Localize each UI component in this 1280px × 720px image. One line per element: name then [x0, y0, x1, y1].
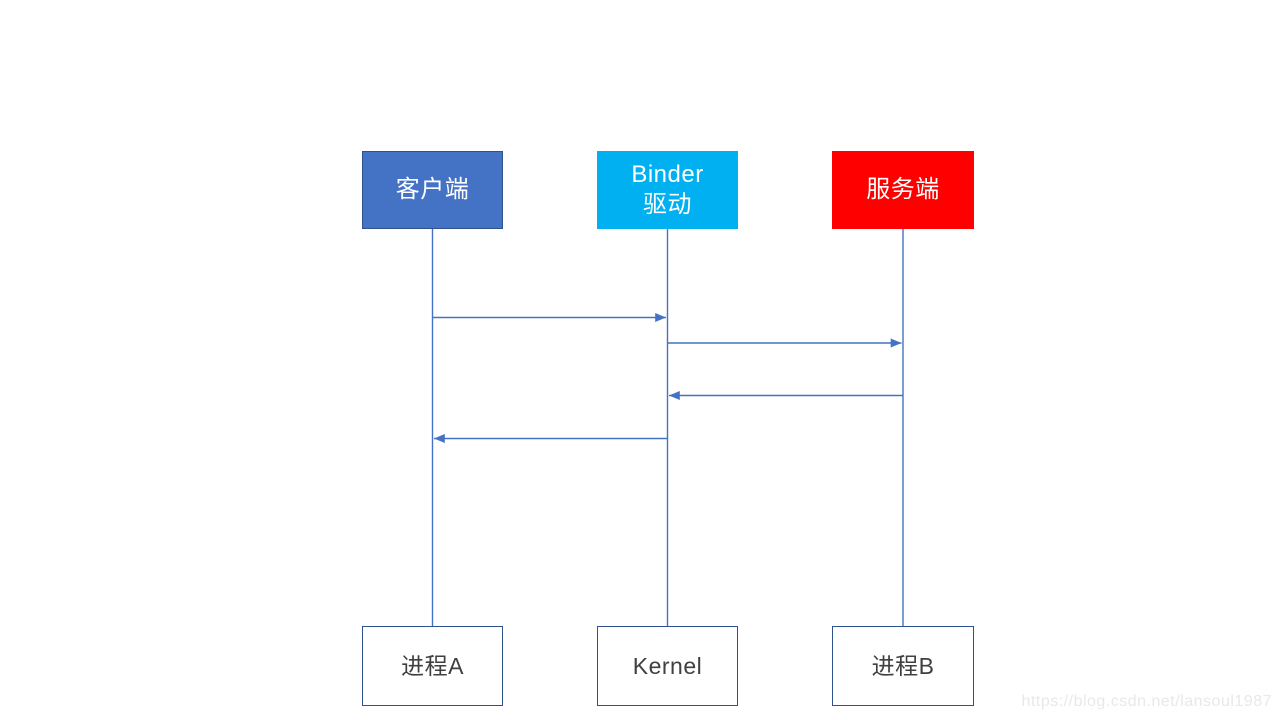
- actor-label-kernel: Kernel: [632, 653, 703, 679]
- watermark-url: https://blog.csdn.net/lansoul1987: [1021, 693, 1272, 710]
- actor-label-process-a: 进程A: [401, 653, 464, 679]
- actor-box-process-a: 进程A: [362, 626, 503, 706]
- actor-box-binder-driver: Binder 驱动: [597, 151, 738, 229]
- actor-label-process-b: 进程B: [871, 653, 935, 679]
- actor-label-server: 服务端: [866, 176, 940, 203]
- actor-box-server: 服务端: [832, 151, 974, 229]
- actor-box-kernel: Kernel: [597, 626, 738, 706]
- actor-box-process-b: 进程B: [832, 626, 974, 706]
- actor-label-client: 客户端: [395, 176, 470, 203]
- actor-box-client: 客户端: [362, 151, 503, 229]
- actor-label-binder-driver: Binder 驱动: [631, 161, 704, 218]
